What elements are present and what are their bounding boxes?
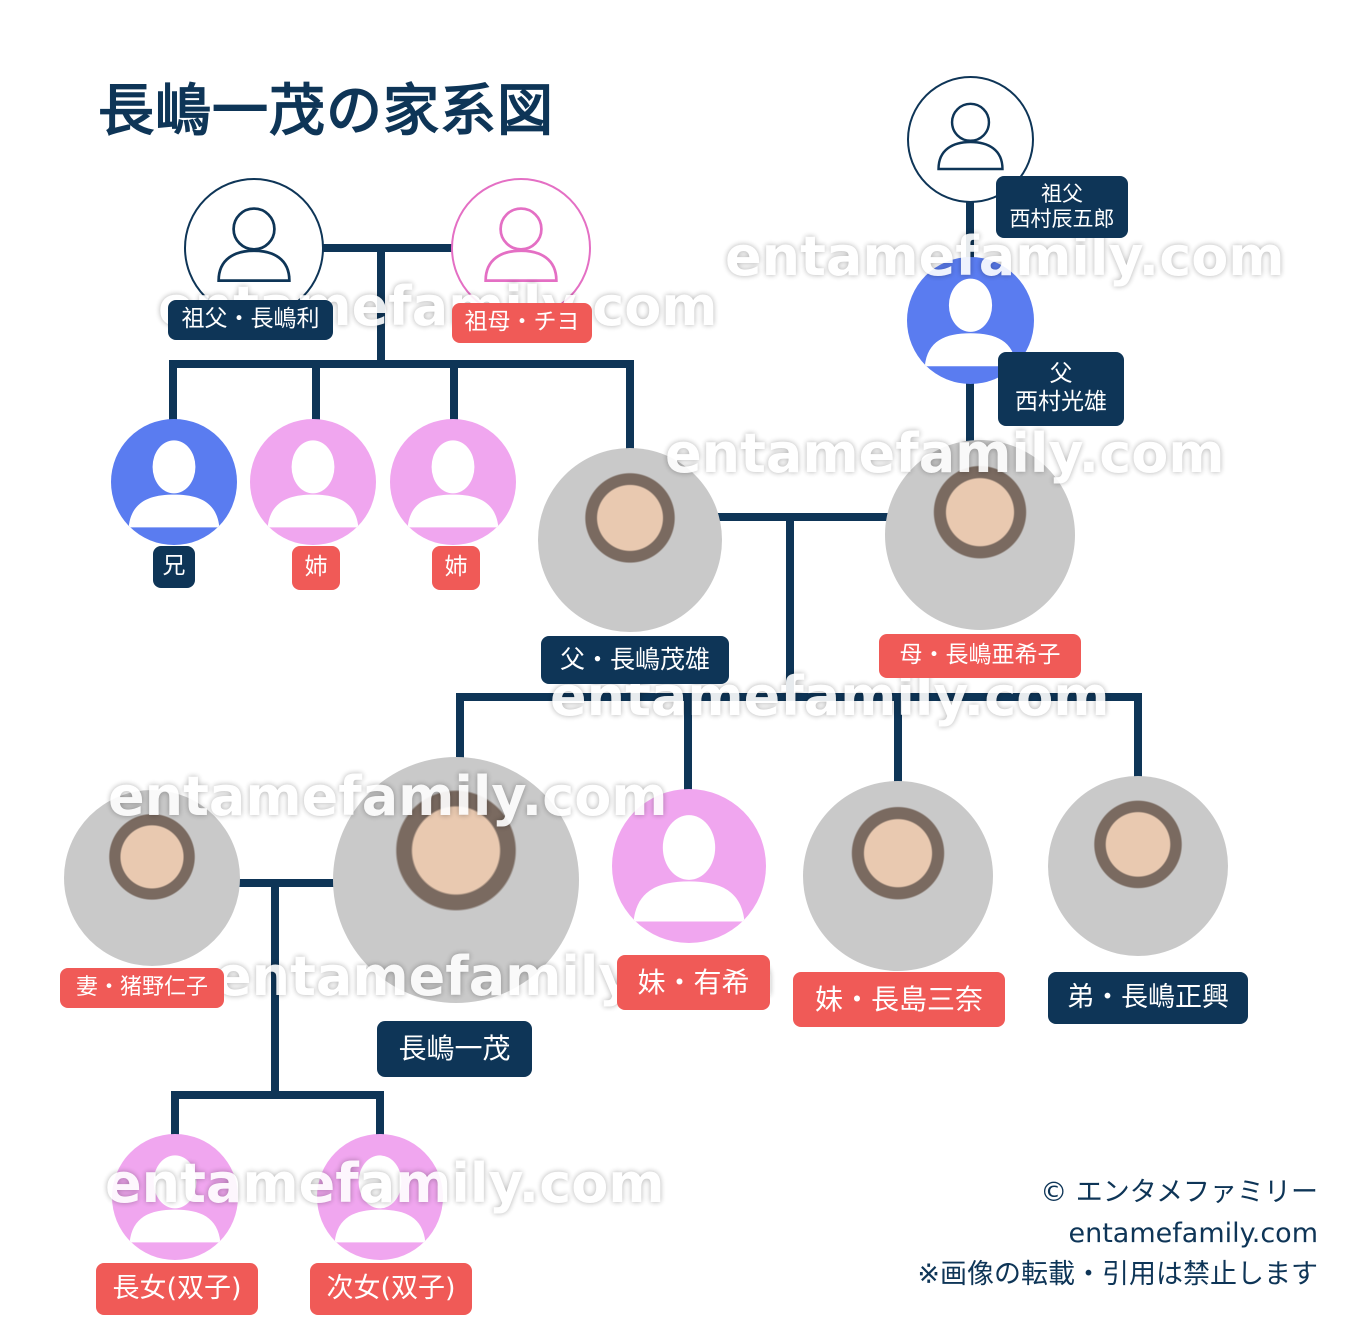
connector: [236, 879, 336, 887]
sister1-avatar: [250, 419, 376, 545]
person-outline-icon: [453, 180, 589, 316]
connector: [171, 1091, 179, 1146]
self-photo: [333, 757, 579, 1003]
daughter1-avatar: [112, 1134, 238, 1260]
label-grandfather-nagashima: 祖父・長嶋利: [168, 300, 333, 340]
connector: [684, 693, 692, 803]
page-title: 長嶋一茂の家系図: [98, 79, 554, 144]
person-silhouette-icon: [250, 419, 376, 545]
credit-copyright: © エンタメファミリー: [1040, 1177, 1318, 1208]
grandfather-nagashima-avatar: [184, 178, 324, 318]
brother-avatar: [111, 419, 237, 545]
connector: [456, 693, 464, 763]
label-sister2: 姉: [432, 546, 480, 590]
connector: [626, 360, 634, 460]
person-silhouette-icon: [907, 257, 1034, 384]
credit-site: entamefamily.com: [1068, 1218, 1319, 1249]
connector: [169, 360, 177, 430]
person-silhouette-icon: [111, 419, 237, 545]
label-younger-brother: 弟・長嶋正興: [1048, 972, 1248, 1024]
connector: [456, 693, 1142, 701]
connector: [171, 1091, 384, 1099]
grandmother-nagashima-avatar: [451, 178, 591, 318]
person-outline-icon: [186, 180, 322, 316]
label-sister1: 姉: [292, 546, 340, 590]
person-outline-icon: [909, 78, 1032, 201]
label-grandfather-nishimura: 祖父 西村辰五郎: [996, 176, 1128, 238]
label-father: 父・長嶋茂雄: [541, 636, 729, 684]
person-silhouette-icon: [317, 1134, 443, 1260]
connector: [966, 200, 974, 260]
connector: [894, 693, 902, 783]
label-father-nishimura: 父 西村光雄: [998, 352, 1124, 426]
connector: [377, 244, 385, 368]
connector: [169, 360, 634, 368]
person-silhouette-icon: [112, 1134, 238, 1260]
younger-brother-photo: [1048, 776, 1228, 956]
label-younger-sister2: 妹・長島三奈: [793, 972, 1005, 1027]
father-photo: [538, 448, 722, 632]
label-wife: 妻・猪野仁子: [60, 968, 224, 1008]
connector: [450, 360, 458, 430]
connector: [376, 1091, 384, 1146]
connector: [312, 360, 320, 430]
label-brother: 兄: [153, 546, 195, 588]
label-younger-sister1: 妹・有希: [617, 955, 770, 1010]
mother-photo: [885, 440, 1075, 630]
connector: [966, 380, 974, 450]
credit-notice: ※画像の転載・引用は禁止します: [917, 1259, 1318, 1290]
connector: [1134, 693, 1142, 783]
connector: [786, 513, 794, 701]
label-daughter1: 長女(双子): [96, 1263, 258, 1315]
connector: [320, 244, 455, 252]
wife-photo: [64, 790, 240, 966]
sister2-avatar: [390, 419, 516, 545]
connector: [716, 513, 888, 521]
credit: © エンタメファミリー entamefamily.com ※画像の転載・引用は禁…: [917, 1172, 1318, 1295]
connector: [271, 879, 279, 1099]
label-self: 長嶋一茂: [377, 1021, 532, 1077]
person-silhouette-icon: [612, 789, 766, 943]
daughter2-avatar: [317, 1134, 443, 1260]
label-mother: 母・長嶋亜希子: [879, 634, 1081, 678]
younger-sister2-photo: [803, 781, 993, 971]
younger-sister1-avatar: [612, 789, 766, 943]
person-silhouette-icon: [390, 419, 516, 545]
label-daughter2: 次女(双子): [310, 1263, 472, 1315]
grandfather-nishimura-avatar: [907, 76, 1034, 203]
label-grandmother-nagashima: 祖母・チヨ: [452, 303, 592, 343]
